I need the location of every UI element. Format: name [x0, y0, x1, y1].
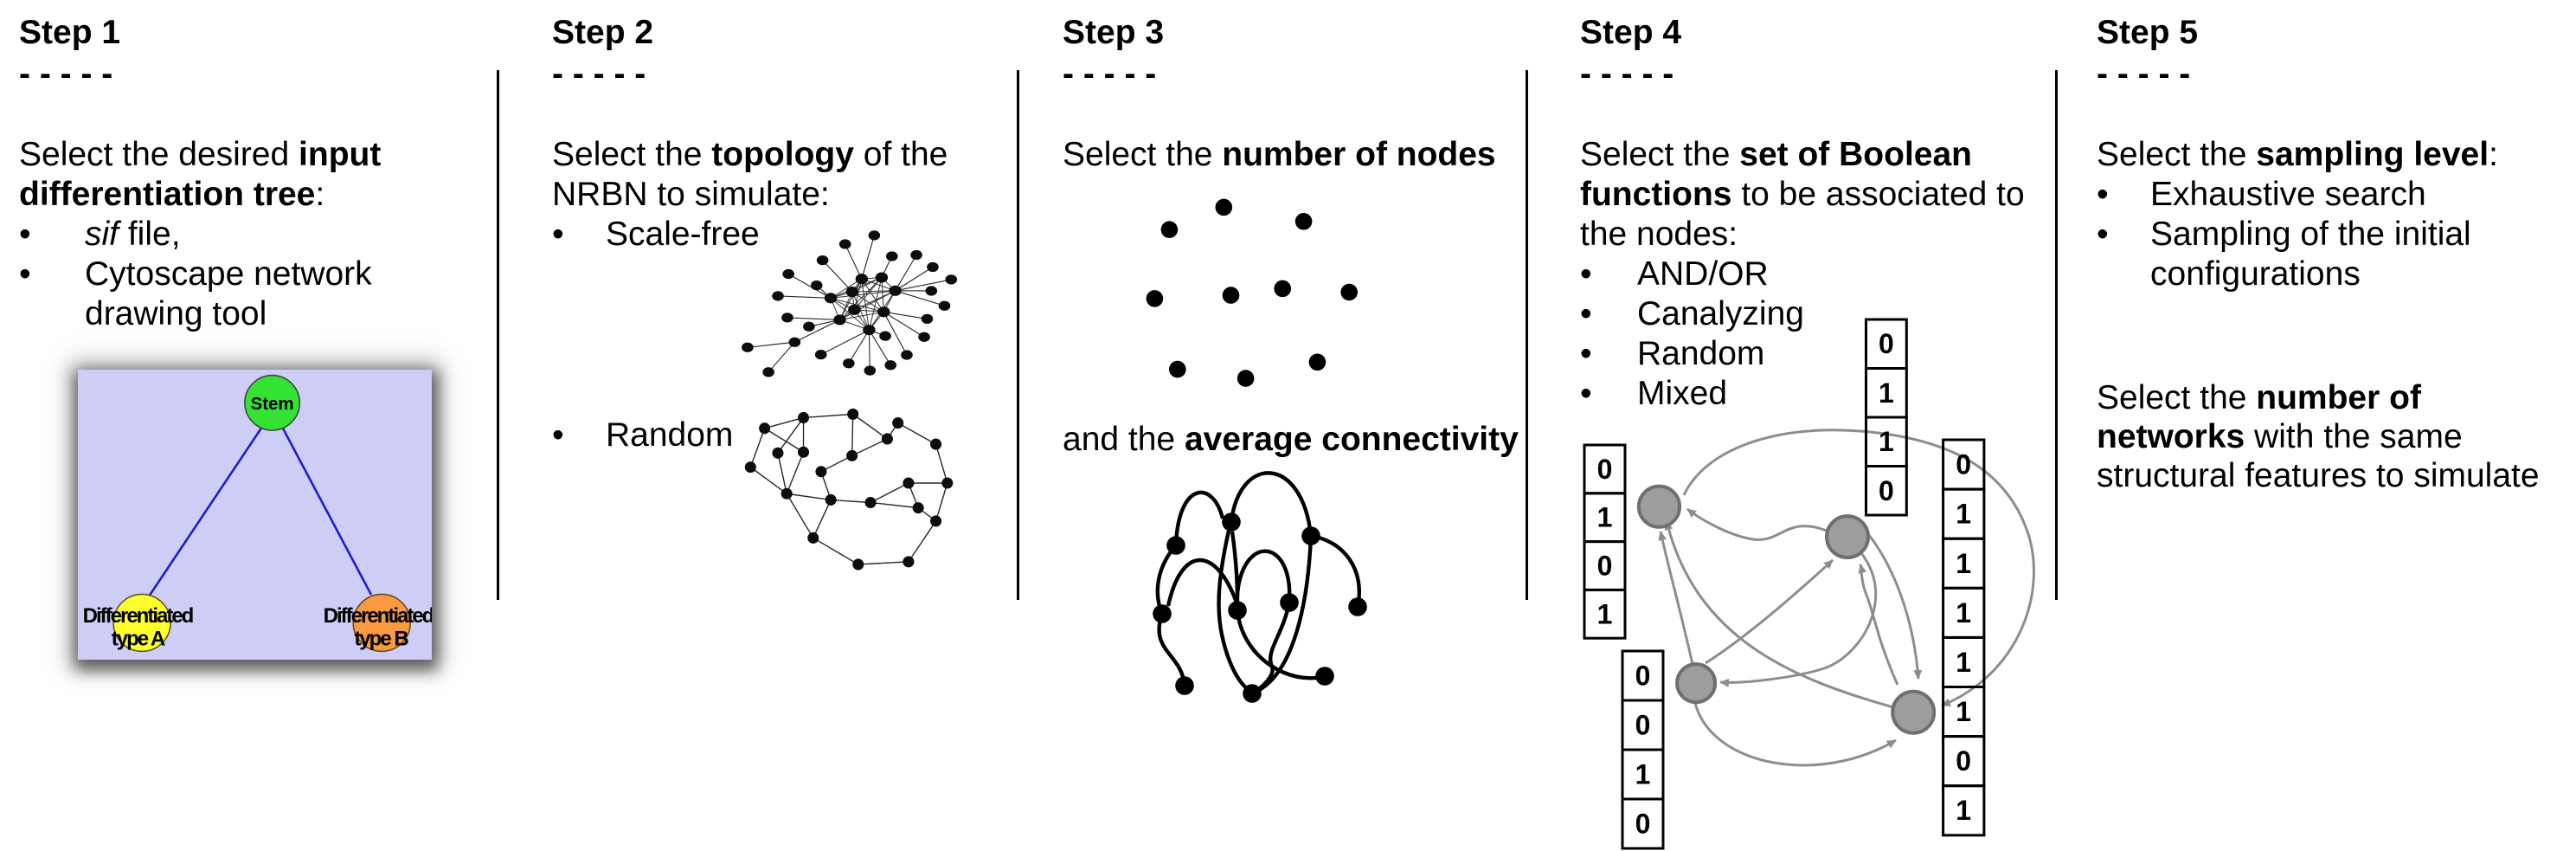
svg-text:1: 1	[1597, 598, 1613, 629]
svg-text:1: 1	[1956, 499, 1971, 530]
svg-text:Differentiated: Differentiated	[324, 604, 432, 628]
svg-text:1: 1	[1956, 795, 1971, 826]
svg-text:0: 0	[1597, 454, 1613, 485]
svg-text:Differentiated: Differentiated	[83, 604, 194, 628]
svg-text:1: 1	[1956, 548, 1971, 579]
svg-text:Stem: Stem	[251, 394, 294, 414]
svg-text:1: 1	[1956, 696, 1971, 727]
svg-text:1: 1	[1635, 759, 1651, 790]
svg-text:0: 0	[1597, 551, 1613, 582]
svg-text:1: 1	[1597, 502, 1613, 533]
svg-text:1: 1	[1956, 597, 1971, 629]
svg-text:0: 0	[1635, 710, 1651, 741]
svg-text:1: 1	[1956, 647, 1971, 678]
svg-text:0: 0	[1635, 661, 1651, 692]
svg-text:0: 0	[1879, 475, 1894, 506]
svg-text:0: 0	[1956, 449, 1971, 480]
svg-text:0: 0	[1879, 328, 1894, 359]
svg-text:0: 0	[1956, 745, 1971, 777]
svg-text:1: 1	[1879, 377, 1894, 409]
svg-text:1: 1	[1879, 426, 1894, 457]
svg-text:type A: type A	[112, 628, 165, 651]
svg-text:0: 0	[1635, 809, 1651, 840]
svg-text:type B: type B	[354, 628, 408, 651]
